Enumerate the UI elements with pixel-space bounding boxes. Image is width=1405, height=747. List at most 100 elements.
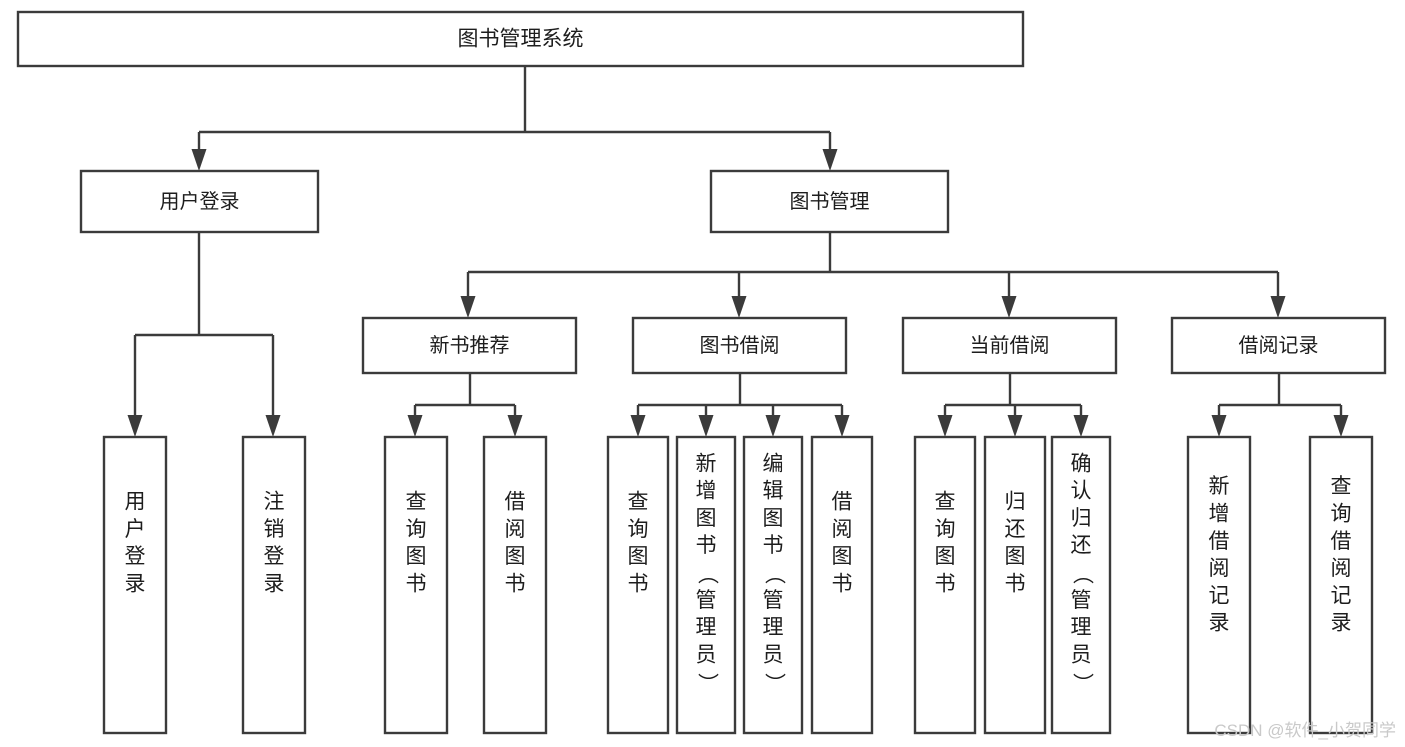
node-label-char: 书 xyxy=(935,572,956,595)
node-label-char: 图 xyxy=(832,545,853,568)
csdn-watermark: CSDN @软件_小贺同学 xyxy=(1214,721,1396,740)
arrow-head-icon xyxy=(1001,296,1017,318)
node-label-char: 销 xyxy=(264,518,285,541)
node-box-book-manage[interactable] xyxy=(709,169,950,234)
node-label-char: 询 xyxy=(406,518,427,541)
node-label-char: 户 xyxy=(125,518,146,541)
node-label-book-manage: 图书管理 xyxy=(790,190,870,213)
arrow-head-icon xyxy=(834,415,850,437)
node-label-char: 辑 xyxy=(763,480,784,503)
node-box-leaf-query-book-borrow[interactable] xyxy=(606,435,670,735)
node-label-char: 查 xyxy=(406,491,427,514)
arrow-head-icon xyxy=(822,149,838,171)
node-box-user-login[interactable] xyxy=(79,169,320,234)
node-label-char: 确 xyxy=(1071,452,1092,475)
node-box-leaf-query-borrow-record[interactable] xyxy=(1308,435,1374,735)
node-label-char: 归 xyxy=(1071,507,1092,530)
arrow-head-icon xyxy=(765,415,781,437)
node-user-login[interactable]: 用户登录 xyxy=(79,169,320,234)
node-label-char: 询 xyxy=(935,518,956,541)
node-label-char: 录 xyxy=(264,572,285,595)
node-label-char: 理 xyxy=(696,616,717,639)
node-box-borrow-record[interactable] xyxy=(1170,316,1387,375)
node-box-leaf-return-book[interactable] xyxy=(983,435,1047,735)
node-label-char: 询 xyxy=(628,518,649,541)
arrow-head-icon xyxy=(731,296,747,318)
arrow-head-icon xyxy=(698,415,714,437)
node-label-char: 图 xyxy=(628,545,649,568)
node-label-char: 书 xyxy=(628,572,649,595)
node-box-leaf-user-login[interactable] xyxy=(102,435,168,735)
node-label-char: 图 xyxy=(935,545,956,568)
node-label-char: 阅 xyxy=(505,518,526,541)
node-current-borrow[interactable]: 当前借阅 xyxy=(901,316,1118,375)
node-label-char: 用 xyxy=(125,491,146,514)
node-box-current-borrow[interactable] xyxy=(901,316,1118,375)
arrow-head-icon xyxy=(1007,415,1023,437)
node-label-char: （ xyxy=(695,563,718,584)
arrow-head-icon xyxy=(191,149,207,171)
node-label-char: 图 xyxy=(696,507,717,530)
node-label-char: （ xyxy=(1070,563,1093,584)
node-box-book-borrow[interactable] xyxy=(631,316,848,375)
node-new-book-recommend[interactable]: 新书推荐 xyxy=(361,316,578,375)
node-box-new-book-recommend[interactable] xyxy=(361,316,578,375)
connector-group-user-login xyxy=(127,232,281,437)
connector-group-current-borrow xyxy=(937,373,1089,437)
node-label-char: 录 xyxy=(1331,612,1352,635)
node-box-leaf-add-borrow-record[interactable] xyxy=(1186,435,1252,735)
node-label-char: 查 xyxy=(935,491,956,514)
node-label-char: 图 xyxy=(505,545,526,568)
node-label-current-borrow: 当前借阅 xyxy=(970,334,1050,357)
node-label-char: 管 xyxy=(696,589,717,612)
node-label-char: 书 xyxy=(1005,572,1026,595)
node-boxes-layer: 图书管理系统用户登录图书管理新书推荐图书借阅当前借阅借阅记录用户登录注销登录查询… xyxy=(16,10,1387,735)
node-box-root[interactable] xyxy=(16,10,1025,68)
node-borrow-record[interactable]: 借阅记录 xyxy=(1170,316,1387,375)
arrow-head-icon xyxy=(507,415,523,437)
node-label-user-login: 用户登录 xyxy=(160,190,240,213)
node-label-char: 阅 xyxy=(832,518,853,541)
node-label-char: 书 xyxy=(406,572,427,595)
node-label-char: 员 xyxy=(763,643,784,666)
node-root[interactable]: 图书管理系统 xyxy=(16,10,1025,68)
arrow-head-icon xyxy=(1270,296,1286,318)
node-label-char: 录 xyxy=(1209,612,1230,635)
node-box-leaf-borrow-book[interactable] xyxy=(810,435,874,735)
node-label-char: 认 xyxy=(1071,480,1092,503)
node-box-leaf-borrow-book-recommend[interactable] xyxy=(482,435,548,735)
node-label-char: 书 xyxy=(763,534,784,557)
node-label-char: 增 xyxy=(1209,503,1230,526)
connector-edges-layer xyxy=(127,66,1349,437)
node-box-leaf-query-book-current[interactable] xyxy=(913,435,977,735)
node-label-char: 借 xyxy=(1331,530,1352,553)
arrow-head-icon xyxy=(407,415,423,437)
node-label-char: 借 xyxy=(505,491,526,514)
node-leaf-user-login[interactable]: 用户登录 xyxy=(102,435,168,735)
node-box-leaf-confirm-return-admin[interactable] xyxy=(1050,435,1112,735)
node-box-leaf-logout[interactable] xyxy=(241,435,307,735)
node-book-borrow[interactable]: 图书借阅 xyxy=(631,316,848,375)
node-label-char: 还 xyxy=(1005,518,1026,541)
node-box-leaf-add-book-admin[interactable] xyxy=(675,435,737,735)
node-book-manage[interactable]: 图书管理 xyxy=(709,169,950,234)
node-label-char: 理 xyxy=(1071,616,1092,639)
arrow-head-icon xyxy=(937,415,953,437)
node-box-leaf-query-book-recommend[interactable] xyxy=(383,435,449,735)
node-label-char: ） xyxy=(762,673,785,694)
node-box-leaf-edit-book-admin[interactable] xyxy=(742,435,804,735)
